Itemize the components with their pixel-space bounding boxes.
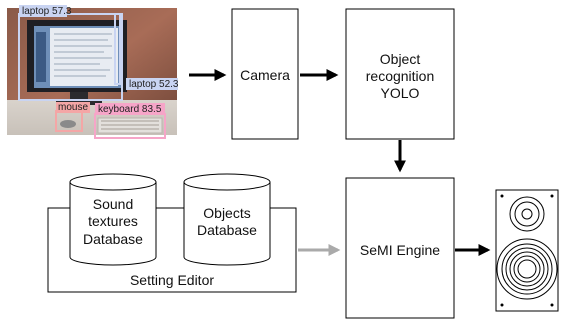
mouse-image — [60, 120, 76, 128]
detection-box-laptop-1 — [18, 13, 123, 101]
objects-db-label-line-1: Objects — [203, 205, 250, 221]
recognition-label-line-1: Object — [380, 51, 421, 67]
detection-label-laptop-2: laptop 52.3 — [129, 79, 179, 90]
sound-database-cylinder: Sound textures Database — [69, 173, 157, 266]
setting-editor-label: Setting Editor — [130, 272, 214, 288]
detection-tag-mouse — [56, 102, 90, 113]
camera-block — [231, 8, 299, 140]
semi-engine-block — [345, 177, 455, 319]
detection-tag-laptop-2 — [126, 78, 178, 90]
detection-photo: laptop 57.3 laptop 52.3 mouse keyboard 8… — [7, 5, 179, 139]
speaker-icon — [495, 189, 559, 312]
detection-label-mouse: mouse — [58, 102, 88, 113]
recognition-label-line-3: YOLO — [381, 85, 420, 101]
semi-engine-label: SeMI Engine — [360, 242, 440, 258]
sound-db-label-line-2: textures — [88, 213, 138, 229]
objects-db-label-line-2: Database — [197, 222, 257, 238]
recognition-label-line-2: recognition — [366, 68, 435, 84]
detection-tag-keyboard — [95, 103, 165, 114]
objects-database-cylinder: Objects Database — [183, 173, 271, 266]
sound-db-label-line-3: Database — [83, 231, 143, 247]
detection-label-keyboard: keyboard 83.5 — [98, 104, 162, 115]
sound-db-label-line-1: Sound — [93, 196, 133, 212]
detection-tag-laptop-1 — [19, 5, 67, 17]
detection-label-laptop-1: laptop 57.3 — [22, 6, 72, 17]
camera-label: Camera — [240, 67, 290, 83]
recognition-block — [345, 8, 455, 140]
